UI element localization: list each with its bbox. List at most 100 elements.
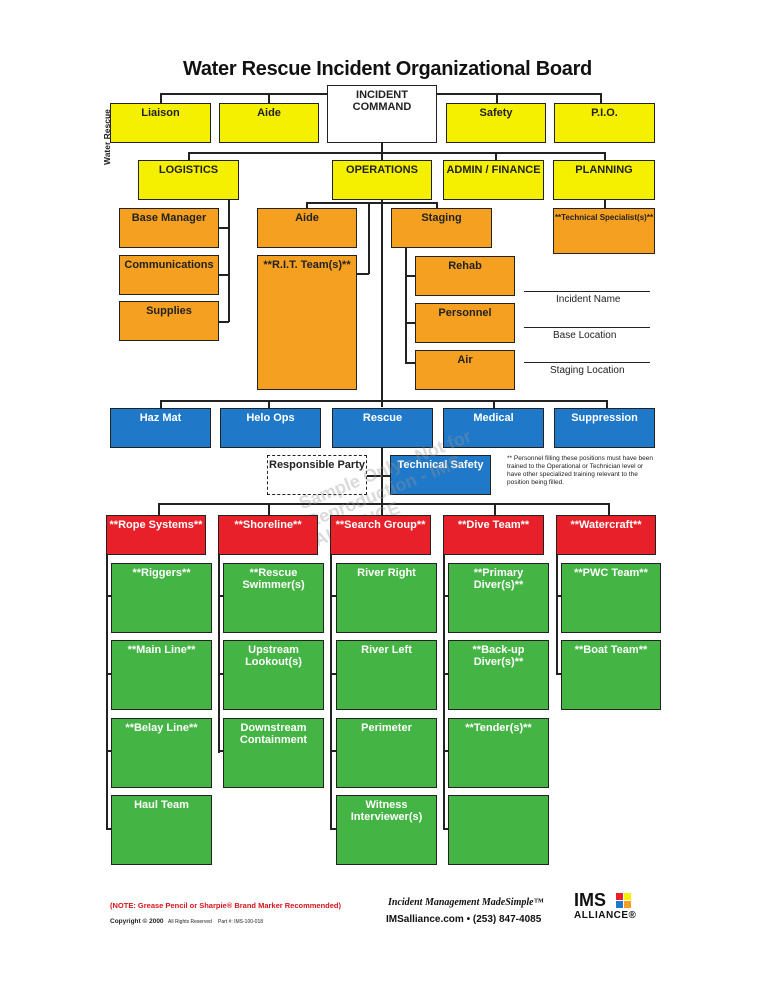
unit-pwc-team[interactable]: **PWC Team** <box>561 563 661 633</box>
connector-line <box>496 93 498 103</box>
ims-alliance-logo: IMS ALLIANCE® <box>574 890 654 926</box>
unit-main-line[interactable]: **Main Line** <box>111 640 212 710</box>
connector-line <box>306 202 436 204</box>
ops-aide-box[interactable]: Aide <box>257 208 357 248</box>
base-location-label: Base Location <box>553 330 617 341</box>
branch-helo-ops[interactable]: Helo Ops <box>220 408 321 448</box>
operations-spine <box>381 200 383 407</box>
unit-downstream-containment[interactable]: Downstream Containment <box>223 718 324 788</box>
air-box[interactable]: Air <box>415 350 515 390</box>
connector-line <box>494 503 496 515</box>
unit-river-right[interactable]: River Right <box>336 563 437 633</box>
connector-line <box>219 227 229 229</box>
connector-line <box>106 555 108 830</box>
connector-line <box>219 321 229 323</box>
staging-box[interactable]: Staging <box>391 208 492 248</box>
group-connector <box>158 503 608 505</box>
unit-rescue-swimmers[interactable]: **Rescue Swimmer(s) <box>223 563 324 633</box>
connector-line <box>405 275 415 277</box>
connector-line <box>219 274 229 276</box>
unit-belay-line[interactable]: **Belay Line** <box>111 718 212 788</box>
responsible-party-box[interactable]: Responsible Party <box>267 455 367 495</box>
logo-blue-square <box>616 901 623 908</box>
branch-suppression[interactable]: Suppression <box>554 408 655 448</box>
connector-line <box>218 555 220 753</box>
connector-line <box>381 142 383 160</box>
unit-boat-team[interactable]: **Boat Team** <box>561 640 661 710</box>
rehab-box[interactable]: Rehab <box>415 256 515 296</box>
branch-haz-mat[interactable]: Haz Mat <box>110 408 211 448</box>
base-manager-box[interactable]: Base Manager <box>119 208 219 248</box>
aide-box[interactable]: Aide <box>219 103 319 143</box>
board-title: Water Rescue Incident Organizational Boa… <box>183 58 592 80</box>
supplies-box[interactable]: Supplies <box>119 301 219 341</box>
connector-line <box>493 400 495 408</box>
connector-line <box>330 673 336 675</box>
connector-line <box>443 750 449 752</box>
staging-location-line[interactable] <box>524 362 650 363</box>
operations-box[interactable]: OPERATIONS <box>332 160 432 200</box>
branch-rescue[interactable]: Rescue <box>332 408 433 448</box>
connector-line <box>443 555 445 830</box>
group-shoreline[interactable]: **Shoreline** <box>218 515 318 555</box>
technical-safety-box[interactable]: Technical Safety <box>390 455 491 495</box>
unit-dive-blank[interactable] <box>448 795 549 865</box>
unit-primary-divers[interactable]: **Primary Diver(s)** <box>448 563 549 633</box>
unit-backup-divers[interactable]: **Back-up Diver(s)** <box>448 640 549 710</box>
branch-connector <box>160 400 606 402</box>
logo-yellow-square <box>624 893 631 900</box>
group-search[interactable]: **Search Group** <box>330 515 431 555</box>
incident-name-label: Incident Name <box>556 294 621 305</box>
connector-line <box>604 152 606 160</box>
safety-box[interactable]: Safety <box>446 103 546 143</box>
connector-line <box>556 673 562 675</box>
unit-upstream-lookout[interactable]: Upstream Lookout(s) <box>223 640 324 710</box>
connector-line <box>228 200 230 322</box>
staging-location-label: Staging Location <box>550 365 625 376</box>
connector-line <box>556 595 562 597</box>
rights-text: All Rights Reserved <box>168 919 212 925</box>
connector-line <box>268 503 270 515</box>
incident-name-line[interactable] <box>524 291 650 292</box>
liaison-box[interactable]: Liaison <box>110 103 211 143</box>
logo-red-square <box>616 893 623 900</box>
connector-line <box>106 595 112 597</box>
group-watercraft[interactable]: **Watercraft** <box>556 515 656 555</box>
part-number: Part #: IMS-100-018 <box>218 919 264 925</box>
personnel-box[interactable]: Personnel <box>415 303 515 343</box>
section-connector <box>188 152 604 154</box>
connector-line <box>608 503 610 515</box>
connector-line <box>158 503 160 515</box>
logistics-box[interactable]: LOGISTICS <box>138 160 239 200</box>
planning-box[interactable]: PLANNING <box>553 160 655 200</box>
connector-line <box>106 673 112 675</box>
connector-line <box>330 750 336 752</box>
connector-line <box>495 152 497 160</box>
unit-witness-interviewers[interactable]: Witness Interviewer(s) <box>336 795 437 865</box>
rit-team-box[interactable]: **R.I.T. Team(s)** <box>257 255 357 390</box>
copyright-text: Copyright © 2000 <box>110 918 164 925</box>
unit-tenders[interactable]: **Tender(s)** <box>448 718 549 788</box>
logo-alliance-text: ALLIANCE® <box>574 910 637 921</box>
base-location-line[interactable] <box>524 327 650 328</box>
connector-line <box>436 202 438 208</box>
connector-line <box>106 750 112 752</box>
unit-river-left[interactable]: River Left <box>336 640 437 710</box>
connector-line <box>268 400 270 408</box>
unit-perimeter[interactable]: Perimeter <box>336 718 437 788</box>
incident-command-box[interactable]: INCIDENT COMMAND <box>327 85 437 143</box>
connector-line <box>368 202 370 274</box>
connector-line <box>405 322 415 324</box>
group-dive-team[interactable]: **Dive Team** <box>443 515 544 555</box>
communications-box[interactable]: Communications <box>119 255 219 295</box>
connector-line <box>381 503 383 515</box>
group-rope-systems[interactable]: **Rope Systems** <box>106 515 206 555</box>
logo-ims-text: IMS <box>574 890 607 910</box>
pio-box[interactable]: P.I.O. <box>554 103 655 143</box>
admin-finance-box[interactable]: ADMIN / FINANCE <box>443 160 544 200</box>
unit-haul-team[interactable]: Haul Team <box>111 795 212 865</box>
branch-medical[interactable]: Medical <box>443 408 544 448</box>
unit-riggers[interactable]: **Riggers** <box>111 563 212 633</box>
connector-line <box>330 828 336 830</box>
technical-specialist-box[interactable]: **Technical Specialist(s)** <box>553 208 655 254</box>
